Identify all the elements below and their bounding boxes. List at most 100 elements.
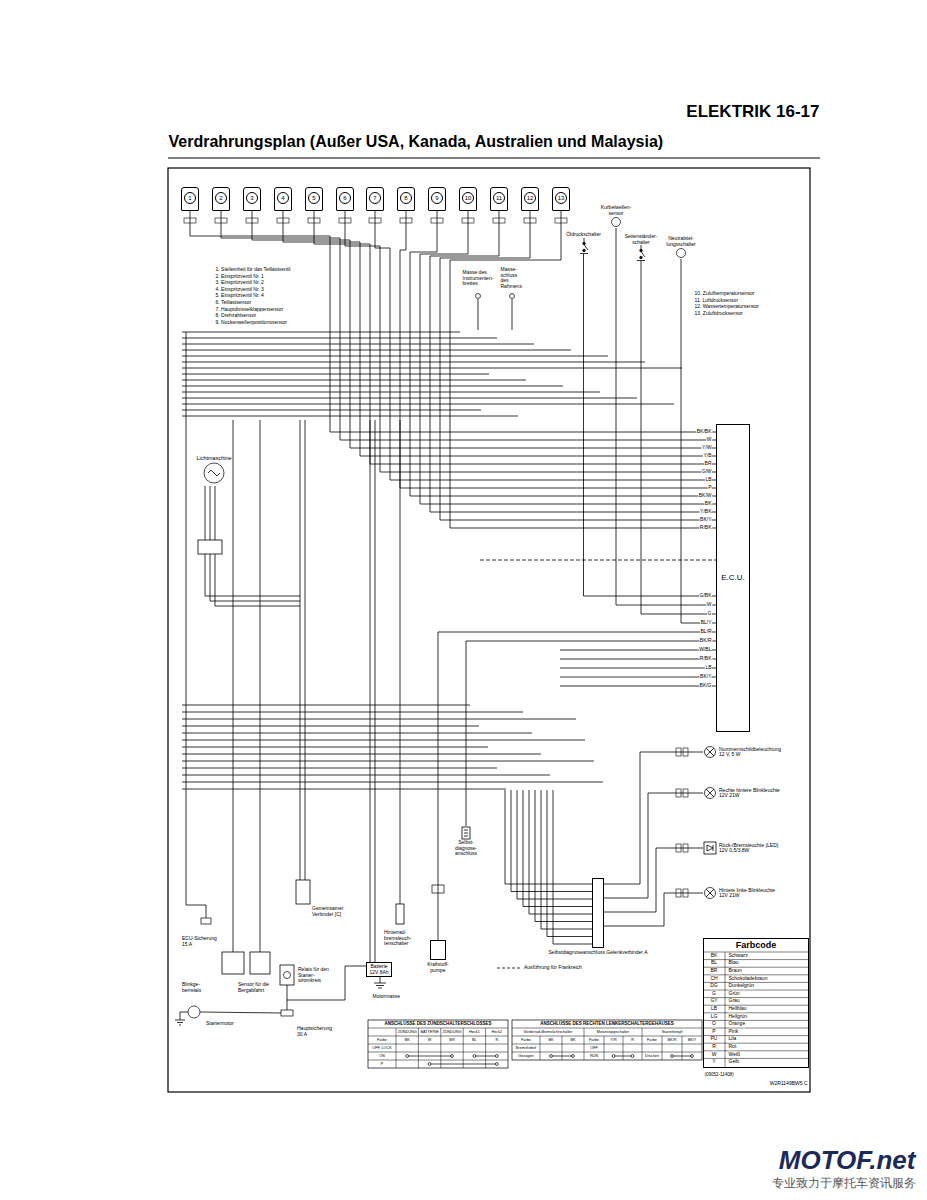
table-cell: Drücken [644, 1054, 659, 1058]
ground-symbol [376, 985, 384, 986]
table-cell: R [631, 1038, 635, 1042]
relay: Blinkge- berrelais [182, 982, 208, 993]
component-connector: 8 [397, 187, 415, 211]
wire-connection [438, 632, 716, 940]
pin-label: W/BL [699, 647, 712, 653]
harness-wire [182, 782, 603, 783]
table-rule [703, 952, 809, 953]
table-rule [703, 990, 809, 991]
color-code-cell: O [712, 1021, 717, 1027]
harness-wire [233, 420, 234, 952]
color-code-cell: G [712, 991, 717, 997]
relay: Relais für den Starter- stromkreis [298, 967, 330, 984]
wire-connection [440, 211, 716, 520]
legend-row: Ausführung für Frankreich [524, 965, 582, 971]
table-cell: Farbe [589, 1038, 600, 1042]
table-cell: OFF [590, 1046, 599, 1050]
legend-sample [497, 968, 520, 969]
generator-wire [210, 486, 211, 540]
connector-symbol [296, 880, 310, 904]
callout-number: 3 [246, 192, 258, 204]
table-rule [703, 1005, 809, 1006]
table-cell: Vorderrad-Bremslichtschalter [523, 1030, 573, 1034]
legend-entry: 2. Einspritzventil Nr. 1 [215, 274, 264, 280]
table-cell: BK [570, 1038, 576, 1042]
wire-connection [190, 211, 716, 432]
lamp-symbol [703, 886, 717, 900]
callout-number: 6 [339, 192, 351, 204]
lamp: Hintere linke Blinkleuchte12V 21W [703, 886, 776, 900]
component-connector: 12 [521, 187, 539, 211]
led-symbol [707, 845, 713, 851]
table-cell: BK [548, 1038, 554, 1042]
wire-connection [252, 211, 716, 448]
diagram-title: Verdrahrungsplan (Außer USA, Kanada, Aus… [168, 133, 664, 151]
component-connector: 11 [490, 187, 508, 211]
generator-wire [215, 486, 216, 540]
wire-connection [314, 211, 716, 464]
color-code-cell: Pink [728, 1029, 739, 1035]
pin-label: BR [704, 461, 712, 467]
terminal-symbol [705, 747, 716, 758]
table-rule [418, 1028, 419, 1068]
led-symbol [704, 842, 716, 854]
wire [706, 889, 714, 897]
wire [706, 889, 714, 897]
color-code-cell: R [712, 1044, 717, 1050]
part-label: Öldruckschalter [566, 232, 601, 238]
ecu-wire [560, 668, 716, 669]
part-label: E.C.U. [721, 574, 745, 583]
callout-number: 11 [493, 192, 505, 204]
harness-wire [182, 768, 497, 769]
table-cell: BL [472, 1038, 478, 1042]
switch-connection [474, 1056, 496, 1057]
wire [706, 789, 714, 797]
callout-number: 5 [308, 192, 320, 204]
color-code-cell: LG [710, 1014, 718, 1020]
terminal-symbol [631, 1055, 634, 1058]
table-cell: ZÜNDUNG [397, 1030, 417, 1034]
table-rule [642, 1028, 643, 1060]
wire [464, 836, 468, 837]
terminal-symbol [582, 242, 585, 245]
table-rule [368, 1028, 508, 1029]
part-label: 12V 21W [719, 793, 780, 799]
wire [580, 253, 588, 254]
component-connector: 13 [552, 187, 570, 211]
callout-number: 9 [431, 192, 443, 204]
pin-label: BK/Y [700, 674, 712, 680]
pin-label: LB [705, 477, 712, 483]
terminal-symbol [406, 1055, 409, 1058]
harness-wire [517, 790, 592, 899]
part-label: 12V 21W [719, 893, 775, 899]
color-code-cell: Schwarz [728, 953, 748, 959]
fuel-pump: Kraftstoff- pumpe [430, 940, 446, 960]
table-rule [703, 1050, 809, 1051]
part-label: Selbst- diagnose- anschluss [452, 840, 480, 857]
pin-label: G/W [701, 469, 712, 475]
legend-entry: 13. Zuluftdrucksensor [694, 311, 743, 317]
switch-connection [551, 1056, 573, 1057]
connector-symbol [396, 904, 404, 924]
table-cell: Motorstoppschalter [596, 1030, 629, 1034]
harness-wire [182, 761, 594, 762]
wire [713, 845, 714, 851]
harness-wire [182, 380, 526, 381]
table-cell: Y/R [610, 1038, 617, 1042]
pin-label: Y/W [702, 445, 712, 451]
ground-wire [478, 299, 479, 330]
pin-label: P [708, 485, 712, 491]
ecu-wire [560, 686, 716, 687]
table-cell: ON [379, 1054, 386, 1058]
legend-entry: 12. Wassertemperatursensor [694, 304, 759, 310]
table-cell: Heck2 [491, 1030, 503, 1034]
table-cell: BK [404, 1038, 410, 1042]
harness-wire [300, 420, 301, 880]
table-rule [703, 1012, 809, 1013]
wire-connection [420, 211, 716, 504]
switch-symbol [578, 238, 590, 254]
color-code-cell: Braun [728, 968, 742, 974]
component-connector: 7 [366, 187, 384, 211]
table-rule [703, 1028, 809, 1029]
sensor: Kurbelwellen- sensor [598, 205, 634, 228]
